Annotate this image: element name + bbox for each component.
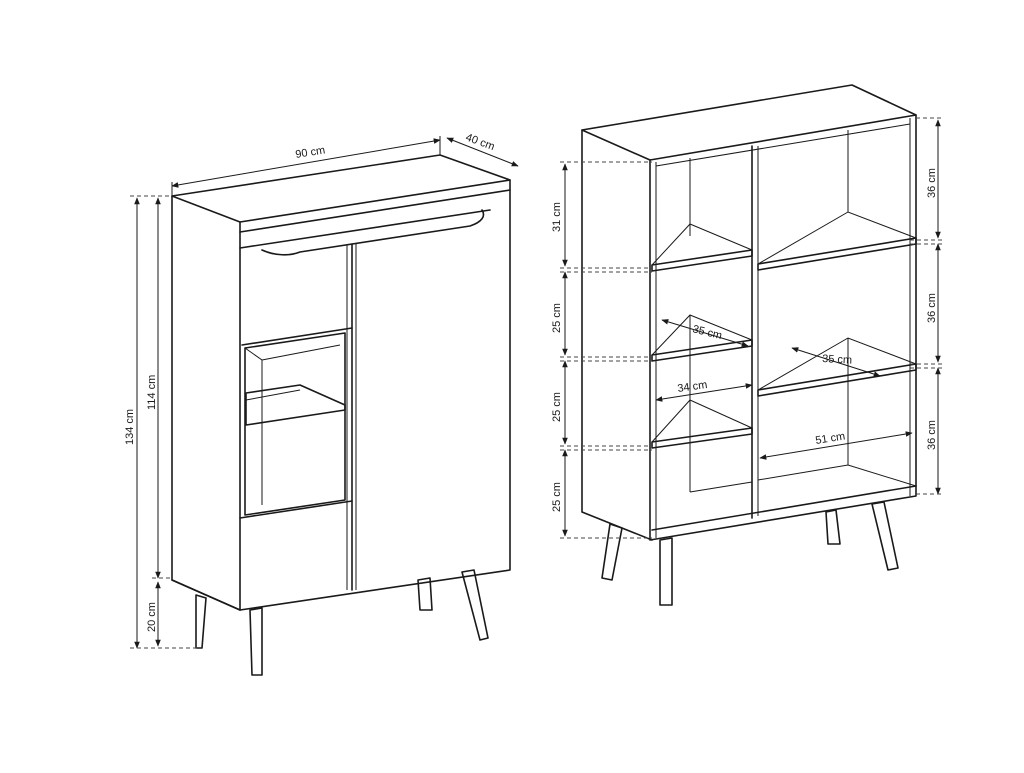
shelf-inner-width-left: 34 cm bbox=[677, 379, 708, 395]
shelf-right-height-2: 36 cm bbox=[926, 293, 938, 323]
shelf-right-height-1: 36 cm bbox=[926, 168, 938, 198]
cabinet-depth-label: 40 cm bbox=[464, 132, 496, 154]
cabinet-total-height-label: 134 cm bbox=[124, 409, 136, 445]
open-shelf-unit bbox=[581, 84, 917, 606]
shelf-left-height-4: 25 cm bbox=[551, 482, 563, 512]
shelf-left-height-3: 25 cm bbox=[551, 392, 563, 422]
shelf-left-height-2: 25 cm bbox=[551, 303, 563, 333]
shelf-inner-width-right: 51 cm bbox=[815, 430, 846, 447]
cabinet-width-label: 90 cm bbox=[295, 144, 326, 161]
shelf-right-height-3: 36 cm bbox=[926, 420, 938, 450]
shelf-left-height-1: 31 cm bbox=[551, 202, 563, 232]
cabinet-body-height-label: 114 cm bbox=[146, 375, 158, 410]
shelf-dimensions: 31 cm 25 cm 25 cm 25 cm 36 cm 36 cm 36 c… bbox=[551, 117, 944, 539]
shelf-inner-depth-right: 35 cm bbox=[822, 353, 853, 367]
cabinet-leg-height-label: 20 cm bbox=[146, 602, 158, 632]
highboard-cabinet bbox=[171, 154, 511, 676]
